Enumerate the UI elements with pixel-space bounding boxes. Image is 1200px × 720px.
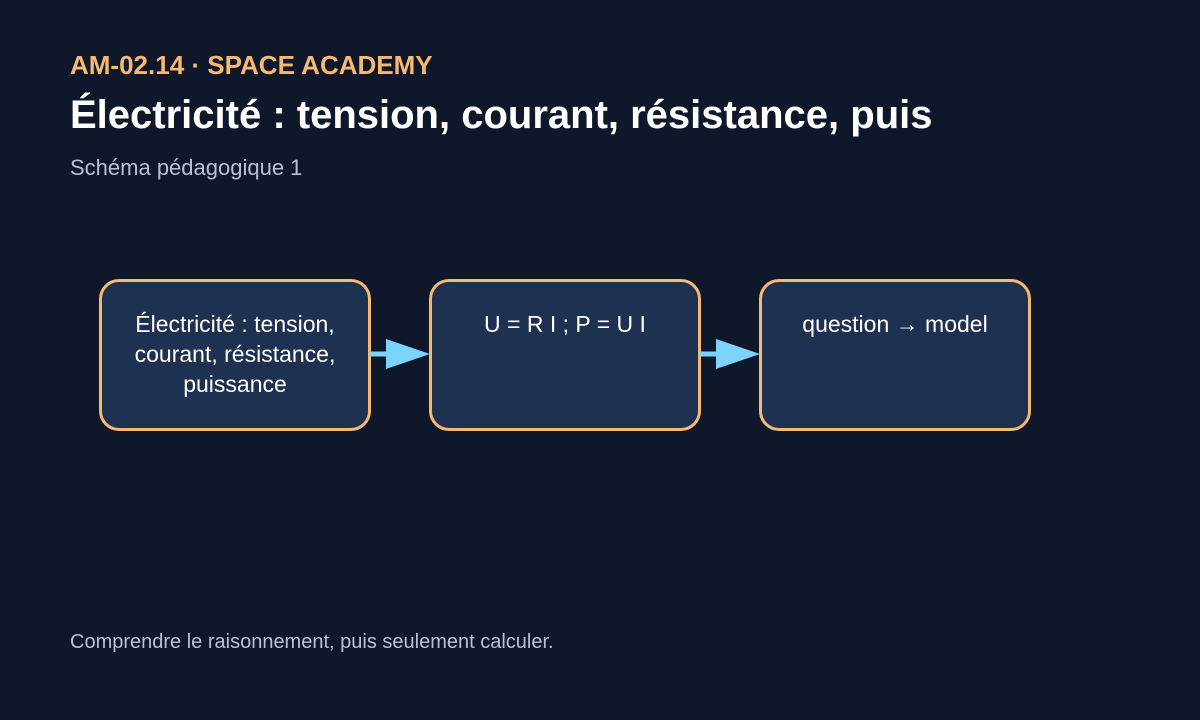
footer-note: Comprendre le raisonnement, puis seuleme… xyxy=(70,631,554,653)
page-subtitle: Schéma pédagogique 1 xyxy=(70,155,303,180)
arrow-icon xyxy=(700,339,760,369)
page-title: Électricité : tension, courant, résistan… xyxy=(70,93,933,137)
diagram-node-label: U = R I ; P = U I xyxy=(484,311,646,337)
diagram-node-topic: Électricité : tension, courant, résistan… xyxy=(99,279,371,431)
diagram-node-model: question → model xyxy=(759,279,1031,431)
diagram-node-label: question → model xyxy=(802,311,988,337)
course-code: AM-02.14 · SPACE ACADEMY xyxy=(70,50,433,80)
diagram-node-formula: U = R I ; P = U I xyxy=(429,279,701,431)
diagram-node-label: Électricité : tension, courant, résistan… xyxy=(134,311,336,397)
arrow-icon xyxy=(370,339,430,369)
